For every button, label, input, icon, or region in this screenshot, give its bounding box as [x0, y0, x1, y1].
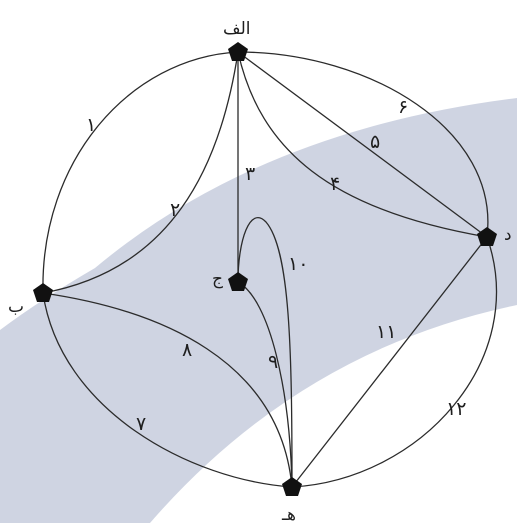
edge-label-11: ۱۱	[376, 321, 396, 343]
edge-1	[42, 51, 239, 294]
vertex-label-he: هـ	[281, 505, 296, 523]
edge-6	[237, 51, 489, 238]
edge-label-8: ۸	[182, 339, 192, 361]
vertex-alef	[228, 42, 248, 61]
edge-label-7: ۷	[136, 413, 146, 435]
vertex-jim	[228, 272, 248, 291]
edge-label-2: ۲	[170, 199, 180, 221]
vertex-label-jim: ج	[212, 269, 223, 289]
edge-label-9: ۹	[268, 351, 278, 373]
background-band	[0, 98, 517, 523]
edge-11	[291, 236, 488, 488]
edge-2	[42, 51, 239, 294]
vertex-be	[33, 283, 53, 302]
edge-label-3: ۳	[245, 163, 255, 185]
edge-10	[237, 216, 293, 488]
edge-label-1: ۱	[86, 114, 96, 136]
edge-5	[237, 51, 488, 238]
vertex-he	[282, 477, 302, 496]
edge-4	[237, 51, 488, 238]
edge-label-10: ۱۰	[288, 253, 308, 275]
vertex-dal	[477, 227, 497, 246]
edge-label-12: ۱۲	[446, 398, 466, 420]
vertex-label-be: ب	[8, 297, 24, 317]
edge-7	[42, 292, 293, 488]
edge-label-6: ۶	[398, 96, 408, 118]
edge-9	[237, 281, 293, 488]
vertex-label-dal: د	[504, 225, 512, 245]
edge-label-5: ۵	[370, 131, 380, 153]
edge-label-4: ۴	[330, 173, 340, 195]
edge-8	[42, 292, 293, 488]
edge-12	[291, 236, 498, 488]
vertex-label-alef: الف	[223, 19, 251, 39]
